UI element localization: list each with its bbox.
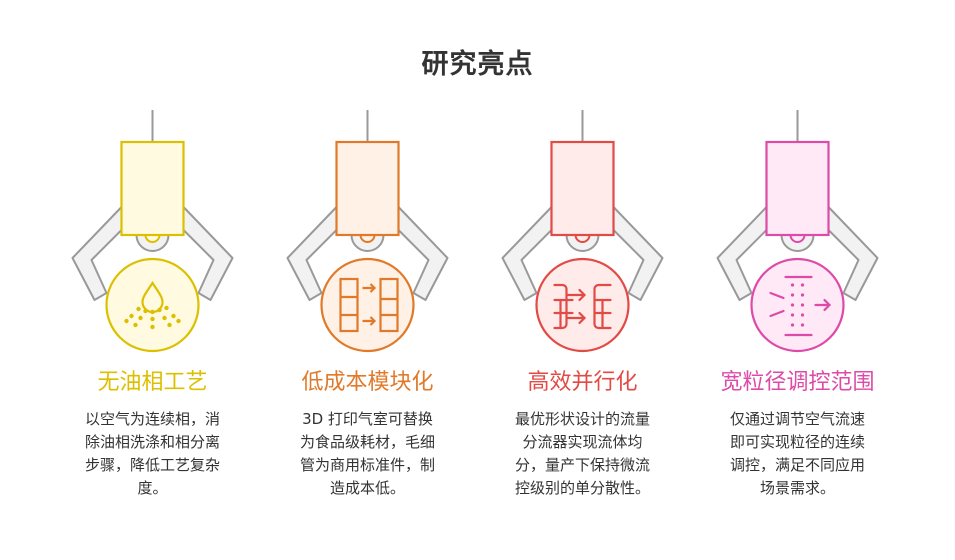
description-line: 步骤，降低工艺复杂 <box>84 456 220 474</box>
col-low-cost-modular: 低成本模块化 3D 打印气室可替换为食品级耗材，毛细管为商用标准件，制造成本低。 <box>260 0 475 560</box>
page-title: 研究亮点 <box>421 49 534 80</box>
description-line: 最优形状设计的流量 <box>514 410 650 428</box>
description-line: 为食品级耗材，毛细 <box>299 433 435 451</box>
robot-claw-graphic <box>71 110 234 353</box>
claw-body <box>765 140 830 237</box>
description-line: 3D 打印气室可替换 <box>302 410 433 428</box>
modular-blocks-icon <box>339 277 399 333</box>
col-no-oil-process: 无油相工艺 以空气为连续相，消除油相洗涤和相分离步骤，降低工艺复杂度。 <box>45 0 260 560</box>
claw-body <box>120 140 185 237</box>
description-line: 除油相洗涤和相分离 <box>84 433 220 451</box>
description-line: 度。 <box>137 479 168 497</box>
description-line: 控级别的单分散性。 <box>514 479 650 497</box>
highlight-description: 以空气为连续相，消除油相洗涤和相分离步骤，降低工艺复杂度。 <box>65 408 240 500</box>
description-line: 调控，满足不同应用 <box>729 456 865 474</box>
airflow-particles-icon <box>769 275 832 337</box>
col-size-range: 宽粒径调控范围 仅通过调节空气流速即可实现粒径的连续调控，满足不同应用场景需求。 <box>690 0 905 560</box>
highlight-heading: 高效并行化 <box>527 370 638 395</box>
droplet-spray-icon <box>124 281 181 330</box>
claw-body <box>550 140 615 237</box>
highlight-description: 3D 打印气室可替换为食品级耗材，毛细管为商用标准件，制造成本低。 <box>280 408 455 500</box>
held-ball <box>750 257 845 353</box>
description-line: 分流器实现流体均 <box>522 433 643 451</box>
highlight-description: 仅通过调节空气流速即可实现粒径的连续调控，满足不同应用场景需求。 <box>710 408 885 500</box>
col-parallelization: 高效并行化 最优形状设计的流量分流器实现流体均分，量产下保持微流控级别的单分散性… <box>475 0 690 560</box>
parallel-flow-icon <box>553 283 612 330</box>
held-ball <box>320 257 415 353</box>
description-line: 仅通过调节空气流速 <box>729 410 865 428</box>
highlight-heading: 低成本模块化 <box>301 370 434 395</box>
held-ball <box>535 257 630 353</box>
claw-body <box>335 140 400 237</box>
highlight-heading: 无油相工艺 <box>97 370 208 395</box>
highlight-description: 最优形状设计的流量分流器实现流体均分，量产下保持微流控级别的单分散性。 <box>495 408 670 500</box>
description-line: 管为商用标准件，制 <box>299 456 435 474</box>
description-line: 以空气为连续相，消 <box>84 410 220 428</box>
description-line: 场景需求。 <box>759 479 835 497</box>
highlight-heading: 宽粒径调控范围 <box>720 370 875 395</box>
robot-claw-graphic <box>286 110 449 353</box>
description-line: 分，量产下保持微流 <box>514 456 650 474</box>
robot-claw-graphic <box>501 110 664 353</box>
robot-claw-graphic <box>716 110 879 353</box>
description-line: 造成本低。 <box>329 479 405 497</box>
description-line: 即可实现粒径的连续 <box>729 433 865 451</box>
held-ball <box>105 257 200 353</box>
